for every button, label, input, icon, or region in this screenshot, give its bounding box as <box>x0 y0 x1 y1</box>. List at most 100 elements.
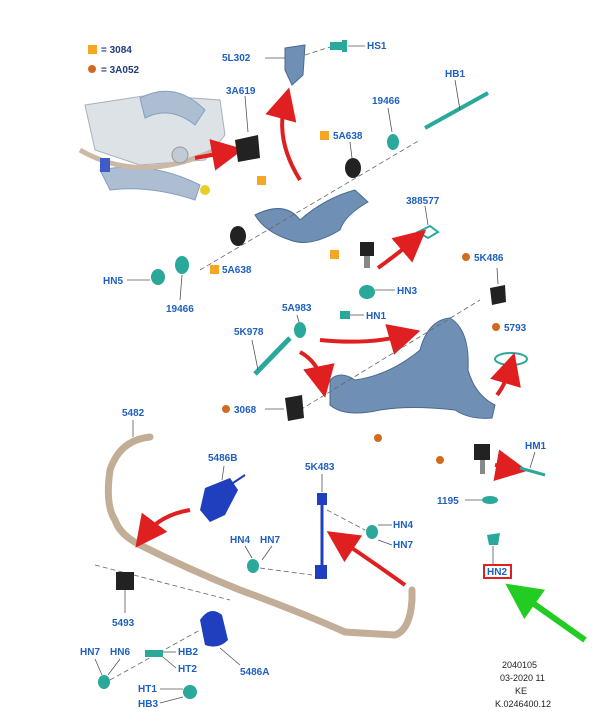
nut-hn4-left <box>247 559 259 573</box>
callout-hb1: HB1 <box>445 69 465 80</box>
arrow-to-arm-bushing <box>298 350 335 398</box>
5a638-bottom-square-icon <box>210 265 219 274</box>
callout-5493: 5493 <box>112 618 135 629</box>
callout-5l302: 5L302 <box>222 53 251 64</box>
callout-5482: 5482 <box>122 408 145 419</box>
arrow-to-ring <box>490 352 521 397</box>
bolt-hb2 <box>145 650 163 657</box>
washer-5a983 <box>294 322 306 338</box>
callout-ht2: HT2 <box>178 664 197 675</box>
washer-19466-top <box>387 134 399 150</box>
nut-hn7-bottom <box>98 675 110 689</box>
bushing-3068 <box>285 395 304 421</box>
callout-5k486: 5K486 <box>474 253 504 264</box>
stabilizer-bar-5482 <box>104 433 416 639</box>
context-arrow <box>194 139 244 171</box>
footer-line1: 2040105 <box>502 660 537 670</box>
arrow-to-clip <box>376 229 427 270</box>
callout-388577: 388577 <box>406 196 440 207</box>
hn2-highlight-box <box>483 564 512 579</box>
callout-5k978: 5K978 <box>234 327 264 338</box>
bushing-3a619 <box>235 135 260 162</box>
clamp-5486a <box>200 611 228 647</box>
bolt-5k978 <box>253 336 292 376</box>
callout-5486b: 5486B <box>208 453 237 464</box>
callout-hn3: HN3 <box>397 286 417 297</box>
upper-control-arm <box>254 189 369 243</box>
legend-square-label: = 3084 <box>101 45 132 56</box>
bushing-5a638-top <box>345 158 361 178</box>
callout-hb3: HB3 <box>138 699 158 710</box>
footer-line2: 03-2020 11 <box>500 673 545 683</box>
balljoint-dot-icon <box>436 456 444 464</box>
callout-hn7-left: HN7 <box>260 535 280 546</box>
callout-hn7-bottom: HN7 <box>80 647 100 658</box>
washer-1195 <box>482 496 498 504</box>
callout-hn7-right: HN7 <box>393 540 413 551</box>
5k486-dot-icon <box>462 253 470 261</box>
callout-5793: 5793 <box>504 323 527 334</box>
arrow-to-bar <box>135 508 191 548</box>
arrow-to-link <box>326 531 407 587</box>
callout-19466-bottom: 19466 <box>166 304 194 315</box>
callout-1195: 1195 <box>437 496 459 507</box>
screw-hs1 <box>330 40 347 52</box>
callout-5a638-top: 5A638 <box>333 131 363 142</box>
clip-388577 <box>415 224 440 240</box>
bracket-5486b <box>200 478 238 522</box>
footer-line4: K.0246400.12 <box>495 699 551 709</box>
5a638-top-square-icon <box>320 131 329 140</box>
callout-hb2: HB2 <box>178 647 198 658</box>
bushing-5a638-bottom <box>230 226 246 246</box>
bushing-5493 <box>116 572 134 590</box>
5793-dot-icon <box>492 323 500 331</box>
bolt-hb1 <box>424 91 489 130</box>
washer-19466-bottom <box>175 256 189 274</box>
callout-hn6: HN6 <box>110 647 130 658</box>
legend-dot-label: = 3A052 <box>101 65 140 76</box>
callout-5486a: 5486A <box>240 667 269 678</box>
arm-square-icon <box>257 176 266 185</box>
sensor-hm1 <box>519 466 546 477</box>
lower-control-arm <box>329 317 496 419</box>
nut-hn2 <box>487 533 500 545</box>
legend-dot-icon <box>88 65 96 73</box>
arrow-to-shield <box>265 87 302 182</box>
stabilizer-link-5k483 <box>315 493 327 579</box>
nut-ht1 <box>183 685 197 699</box>
arrow-to-lower-arm <box>319 324 421 355</box>
upper-ball-joint <box>360 242 374 268</box>
drawing-reference: 2040105 03-2020 11 KE K.0246400.12 <box>495 660 551 709</box>
callout-ht1: HT1 <box>138 684 157 695</box>
nut-hn1 <box>340 311 350 319</box>
callout-5a983: 5A983 <box>282 303 312 314</box>
callout-hs1: HS1 <box>367 41 387 52</box>
arm-dot-icon <box>374 434 382 442</box>
balljoint-square-icon <box>330 250 339 259</box>
vehicle-context-drawing <box>78 90 226 201</box>
3068-dot-icon <box>222 405 230 413</box>
callout-hn4-left: HN4 <box>230 535 250 546</box>
callout-hn4-right: HN4 <box>393 520 413 531</box>
callout-5k483: 5K483 <box>305 462 335 473</box>
callout-5a638-bottom: 5A638 <box>222 265 252 276</box>
nut-hn3 <box>359 285 375 299</box>
arrow-to-hm1 <box>493 449 528 481</box>
legend-square-icon <box>88 45 97 54</box>
lower-ball-joint <box>474 444 490 474</box>
ring-5793 <box>494 352 528 366</box>
nut-hn5 <box>151 269 165 285</box>
callout-3068: 3068 <box>234 405 257 416</box>
legend: = 3084 = 3A052 <box>88 45 140 76</box>
nut-hn4-right <box>366 525 378 539</box>
footer-line3: KE <box>515 686 527 696</box>
callout-3a619: 3A619 <box>226 86 256 97</box>
callout-hm1: HM1 <box>525 441 547 452</box>
callout-19466-top: 19466 <box>372 96 400 107</box>
green-pointer-arrow <box>505 583 587 643</box>
bushing-5k486 <box>490 285 506 305</box>
callout-hn5: HN5 <box>103 276 123 287</box>
callout-hn2: HN2 <box>487 567 507 578</box>
shield-5l302 <box>284 44 306 86</box>
